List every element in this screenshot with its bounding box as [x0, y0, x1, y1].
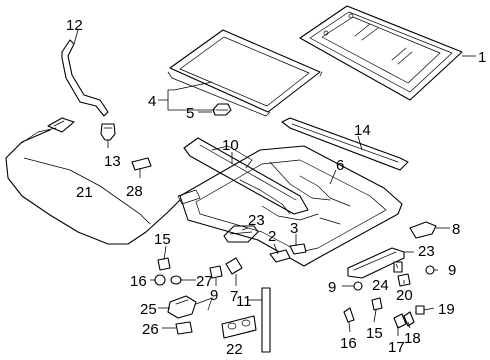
part-19	[415, 305, 425, 315]
part-18	[403, 311, 415, 327]
seal-clip	[212, 103, 232, 116]
callout-23-left: 23	[248, 212, 265, 229]
callout-5: 5	[186, 105, 194, 122]
part-17	[393, 313, 407, 329]
clip-16-right	[343, 307, 355, 323]
callout-10: 10	[222, 137, 239, 154]
slide-guide-3	[289, 243, 307, 255]
clip-9-upper-right	[425, 265, 435, 275]
callout-26: 26	[142, 321, 159, 338]
clip-9-lower-right	[353, 281, 363, 291]
callout-13: 13	[104, 153, 121, 170]
callout-9-lower-right: 9	[328, 279, 336, 296]
drive-cable	[5, 117, 201, 245]
drive-motor	[167, 295, 213, 319]
callout-18: 18	[404, 330, 421, 347]
clip-27	[170, 275, 182, 285]
callout-22: 22	[226, 341, 243, 358]
callout-9-upper-right: 9	[448, 262, 456, 279]
callout-20: 20	[396, 287, 413, 304]
bracket-7	[225, 257, 243, 275]
guide-rail-left	[223, 225, 259, 243]
rear-rail	[281, 117, 409, 171]
callout-11: 11	[236, 293, 252, 310]
drain-hose	[61, 39, 109, 117]
callout-25: 25	[140, 301, 157, 318]
callout-3: 3	[290, 220, 298, 237]
clip-9-left	[209, 265, 223, 279]
clip-15-left	[157, 257, 171, 271]
pad	[131, 157, 152, 171]
callout-16-left: 16	[130, 273, 147, 290]
callout-24: 24	[372, 277, 389, 294]
callout-2: 2	[268, 228, 276, 245]
motor-connector	[175, 321, 193, 335]
seal-frame	[167, 29, 323, 117]
weather-strip	[261, 287, 271, 353]
clip-15-right	[371, 297, 383, 311]
part-24	[393, 261, 403, 273]
pad-set	[221, 315, 257, 339]
callout-17: 17	[388, 339, 405, 356]
front-housing-panel	[183, 137, 309, 215]
callout-labels: 1 2 3 4 5 6 7 8 9 9 9 10 11 12 13 14 15 …	[66, 17, 486, 358]
guide-rail-right	[347, 247, 405, 279]
callout-9-left: 9	[210, 287, 218, 304]
callout-8: 8	[452, 221, 460, 238]
callout-15-right: 15	[366, 325, 383, 342]
drain-grommet	[100, 123, 116, 141]
callout-28: 28	[126, 183, 143, 200]
callout-19: 19	[438, 301, 455, 318]
callout-12: 12	[66, 17, 83, 34]
leader-lines	[23, 29, 476, 336]
callout-16-right: 16	[340, 335, 357, 352]
callout-27: 27	[196, 273, 213, 290]
callout-7: 7	[230, 288, 238, 305]
callout-15-left: 15	[154, 231, 171, 248]
callout-14: 14	[354, 122, 371, 139]
clip-16-left	[154, 274, 166, 286]
callout-1: 1	[478, 49, 486, 66]
callout-23-right: 23	[418, 243, 435, 260]
slide-guide-2	[269, 249, 291, 263]
callout-21: 21	[76, 184, 93, 201]
end-bracket	[409, 221, 437, 239]
glass-panel	[299, 5, 463, 101]
callout-4: 4	[148, 93, 156, 110]
callout-6: 6	[336, 157, 344, 174]
